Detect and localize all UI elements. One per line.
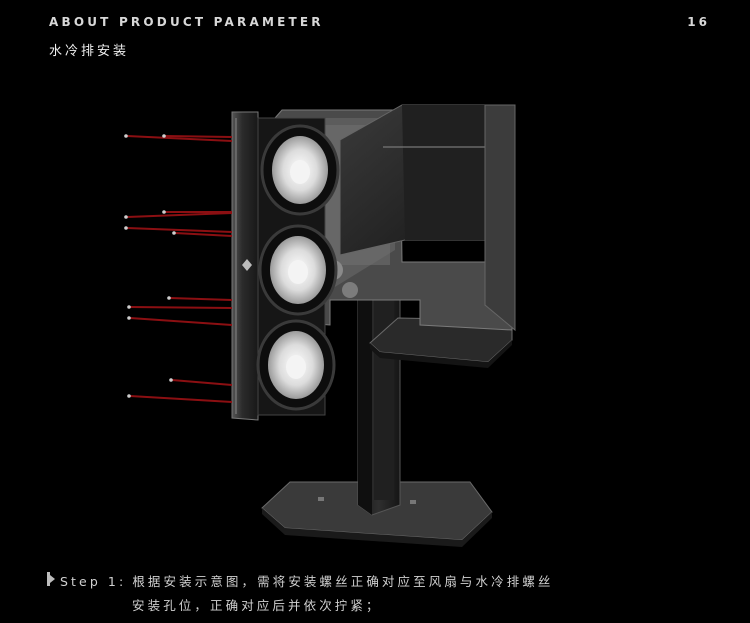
step-marker-icon: [47, 572, 55, 586]
instruction-line-1: Step 1: 根据安装示意图，需将安装螺丝正确对应至风扇与水冷排螺丝: [60, 571, 554, 590]
page-number: 16: [687, 15, 710, 29]
case-top-block: [339, 104, 516, 332]
stand-tray: [369, 317, 513, 368]
section-subtitle: 水冷排安装: [49, 44, 130, 59]
fan-top: [260, 124, 340, 216]
instruction-text-1: 根据安装示意图，需将安装螺丝正确对应至风扇与水冷排螺丝: [132, 574, 554, 589]
page-header-title: ABOUT PRODUCT PARAMETER: [49, 15, 324, 29]
step-label: Step 1:: [60, 574, 127, 589]
fan-middle: [258, 224, 338, 316]
instruction-line-2: 安装孔位，正确对应后并依次拧紧；: [132, 598, 382, 613]
mounting-screws: [126, 135, 233, 403]
brand-logo-icon: [242, 259, 252, 271]
fan-bottom: [256, 319, 336, 411]
screw-heads: [124, 134, 176, 398]
